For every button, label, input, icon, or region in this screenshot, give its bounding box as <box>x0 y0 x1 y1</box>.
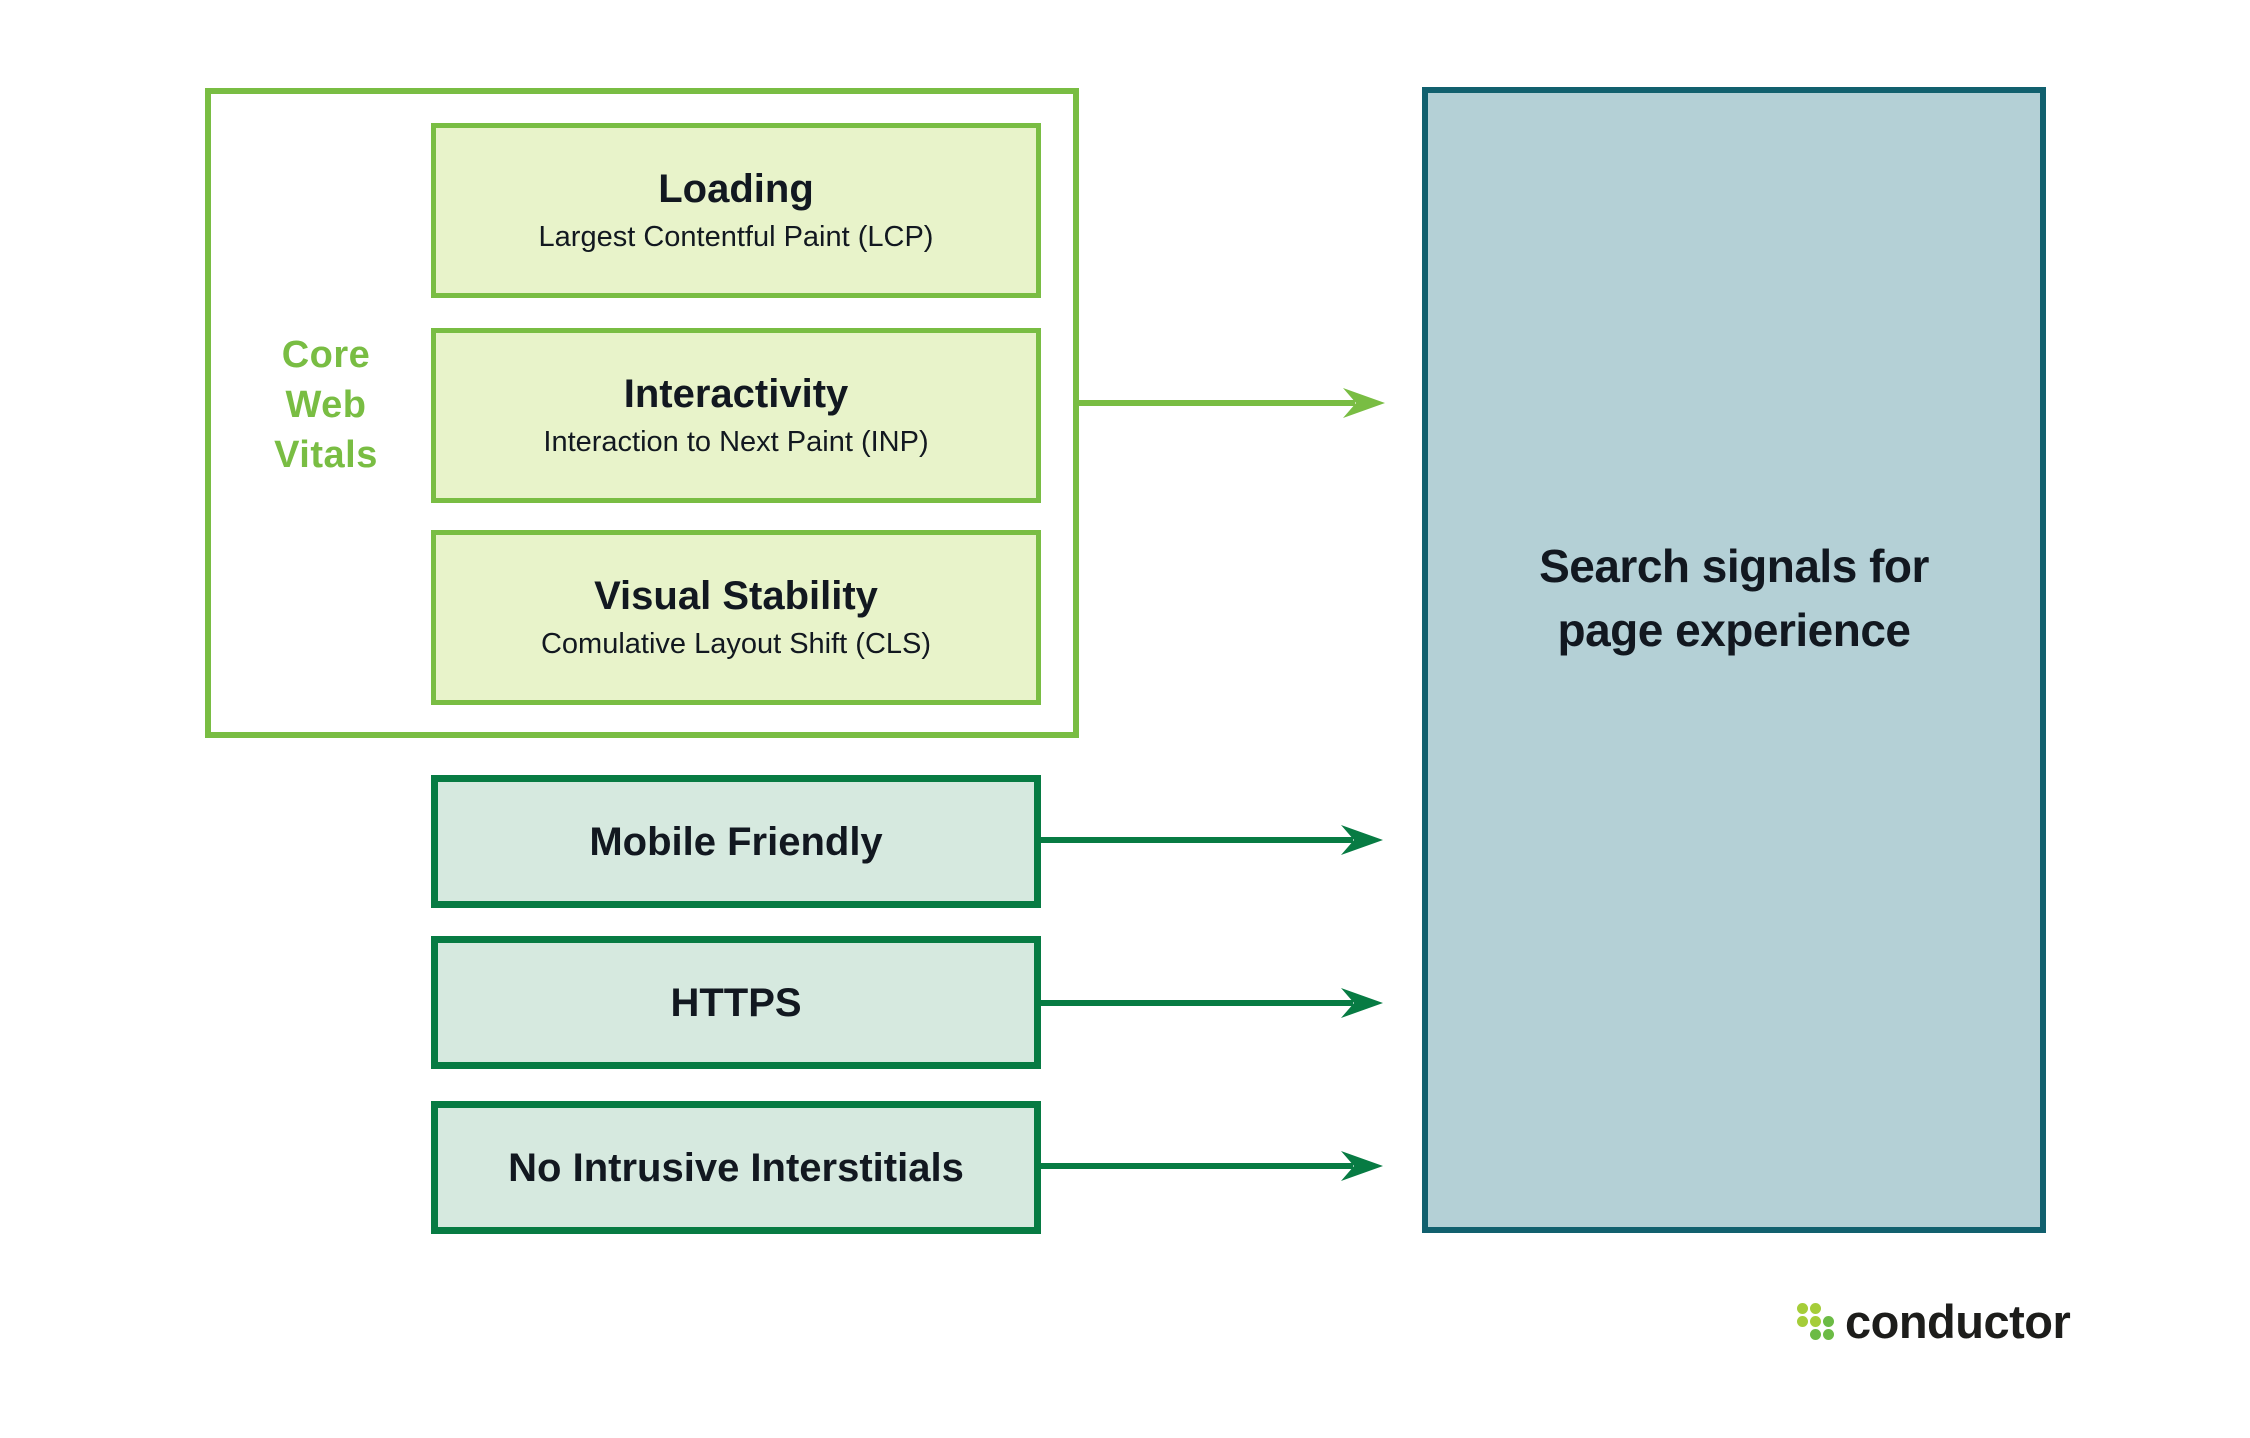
search-signals-text-line: page experience <box>1557 604 1911 656</box>
vital-box-interactivity: Interactivity Interaction to Next Paint … <box>431 328 1041 503</box>
vital-box-subtitle: Interaction to Next Paint (INP) <box>543 426 929 458</box>
core-web-vitals-label-line: Web <box>285 384 367 426</box>
vital-box-title: Interactivity <box>623 372 849 416</box>
search-signals-box: Search signals for page experience <box>1422 87 2046 1233</box>
vital-box-loading: Loading Largest Contentful Paint (LCP) <box>431 123 1041 298</box>
signal-box-title: HTTPS <box>670 980 802 1025</box>
core-web-vitals-label-line: Core <box>281 334 371 376</box>
search-signals-text: Search signals for page experience <box>1539 534 1929 662</box>
arrow-core-web-vitals-icon <box>1079 388 1385 418</box>
arrow-no-intrusive-interstitials-icon <box>1039 1151 1383 1181</box>
conductor-logo: conductor <box>1797 1295 2071 1348</box>
signal-box-title: Mobile Friendly <box>589 819 883 864</box>
vital-box-title: Loading <box>658 167 814 211</box>
conductor-logo-text: conductor <box>1845 1295 2071 1348</box>
vital-box-subtitle: Largest Contentful Paint (LCP) <box>538 221 934 253</box>
signal-box-title: No Intrusive Interstitials <box>508 1145 964 1190</box>
signal-box-https: HTTPS <box>431 936 1041 1069</box>
dots-grid-icon <box>1797 1303 1834 1340</box>
vital-box-title: Visual Stability <box>594 574 878 618</box>
core-web-vitals-label: Core Web Vitals <box>226 330 426 480</box>
core-web-vitals-label-line: Vitals <box>274 434 378 476</box>
vital-box-subtitle: Comulative Layout Shift (CLS) <box>540 628 932 660</box>
signal-box-mobile-friendly: Mobile Friendly <box>431 775 1041 908</box>
arrow-https-icon <box>1039 988 1383 1018</box>
arrow-mobile-friendly-icon <box>1039 825 1383 855</box>
vital-box-visual-stability: Visual Stability Comulative Layout Shift… <box>431 530 1041 705</box>
search-signals-text-line: Search signals for <box>1539 540 1929 592</box>
signal-box-no-intrusive-interstitials: No Intrusive Interstitials <box>431 1101 1041 1234</box>
